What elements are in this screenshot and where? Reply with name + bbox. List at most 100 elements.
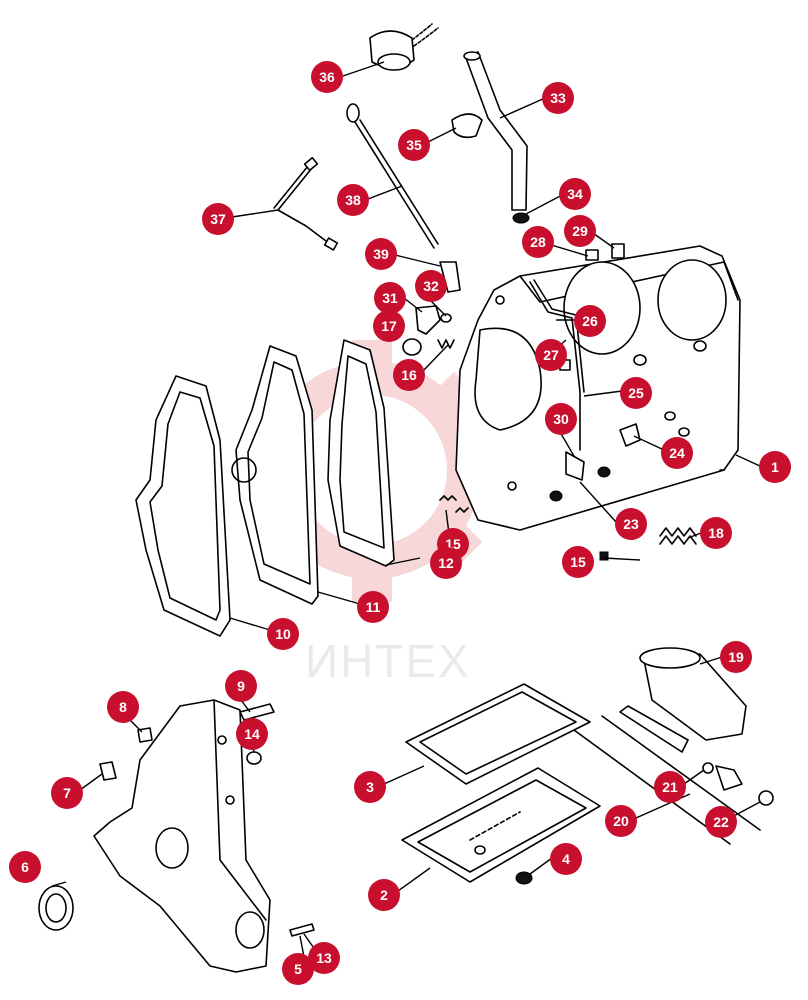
- svg-text:12: 12: [438, 555, 454, 571]
- part-bushing-14: [246, 751, 262, 765]
- svg-text:7: 7: [63, 785, 71, 801]
- part-spring-16: [437, 339, 455, 349]
- callout-22: 22: [705, 806, 737, 838]
- callout-38: 38: [337, 184, 369, 216]
- svg-text:23: 23: [623, 516, 639, 532]
- part-ball-22: [758, 790, 774, 806]
- callout-15-lower: 15: [562, 546, 594, 578]
- part-gasket-12: [327, 339, 395, 567]
- part-front-cover: [93, 699, 271, 973]
- svg-text:30: 30: [553, 411, 569, 427]
- svg-text:33: 33: [550, 90, 566, 106]
- callout-16: 16: [393, 359, 425, 391]
- part-plug-4: [515, 871, 533, 885]
- part-fitting-21: [702, 762, 743, 791]
- svg-text:14: 14: [244, 726, 260, 742]
- part-plug-17: [402, 338, 422, 356]
- callout-26: 26: [574, 305, 606, 337]
- callout-8: 8: [107, 691, 139, 723]
- svg-text:27: 27: [543, 347, 559, 363]
- callout-3: 3: [354, 771, 386, 803]
- part-filler-cap: [369, 23, 439, 71]
- svg-text:25: 25: [628, 385, 644, 401]
- part-spring-18: [659, 527, 697, 545]
- part-plug-24: [619, 423, 641, 447]
- svg-text:13: 13: [316, 950, 332, 966]
- svg-text:24: 24: [669, 445, 685, 461]
- callout-35: 35: [398, 129, 430, 161]
- part-clamp: [451, 113, 483, 139]
- callout-10: 10: [267, 618, 299, 650]
- svg-text:4: 4: [562, 851, 570, 867]
- callout-20: 20: [605, 805, 637, 837]
- part-gasket-3: [405, 683, 591, 785]
- callout-39: 39: [365, 238, 397, 270]
- part-washer: [512, 212, 530, 224]
- svg-text:21: 21: [662, 779, 678, 795]
- part-dipstick: [346, 103, 439, 249]
- svg-text:20: 20: [613, 813, 629, 829]
- svg-text:11: 11: [366, 599, 381, 615]
- svg-text:1: 1: [771, 459, 779, 475]
- part-filter-19: [639, 647, 747, 741]
- callout-5: 5: [282, 953, 314, 985]
- svg-text:39: 39: [373, 246, 389, 262]
- callout-33: 33: [542, 82, 574, 114]
- svg-text:28: 28: [530, 234, 546, 250]
- part-bracket: [415, 305, 441, 335]
- watermark-text: ИНТЕХ: [305, 635, 471, 687]
- callout-21: 21: [654, 771, 686, 803]
- svg-text:36: 36: [319, 69, 335, 85]
- svg-text:32: 32: [423, 278, 439, 294]
- svg-text:10: 10: [275, 626, 291, 642]
- svg-text:6: 6: [21, 859, 29, 875]
- svg-text:35: 35: [406, 137, 422, 153]
- svg-text:15: 15: [570, 554, 586, 570]
- svg-text:3: 3: [366, 779, 374, 795]
- callout-29: 29: [564, 215, 596, 247]
- callout-1: 1: [759, 451, 791, 483]
- svg-text:19: 19: [728, 649, 744, 665]
- callout-30: 30: [545, 403, 577, 435]
- part-pin-9: [239, 703, 275, 721]
- svg-text:37: 37: [210, 211, 226, 227]
- svg-text:18: 18: [708, 525, 724, 541]
- callout-6: 6: [9, 851, 41, 883]
- part-housing: [455, 245, 741, 531]
- part-filter-rod-20: [573, 705, 761, 845]
- part-pin-13: [289, 923, 315, 937]
- callout-14: 14: [236, 718, 268, 750]
- callout-19: 19: [720, 641, 752, 673]
- part-gasket-11: [231, 345, 319, 605]
- callout-2: 2: [368, 879, 400, 911]
- callout-31: 31: [374, 282, 406, 314]
- svg-text:2: 2: [380, 887, 388, 903]
- callout-37: 37: [202, 203, 234, 235]
- svg-text:8: 8: [119, 699, 127, 715]
- part-gasket-10: [135, 375, 231, 637]
- svg-text:31: 31: [382, 290, 398, 306]
- svg-text:29: 29: [572, 223, 588, 239]
- svg-text:17: 17: [381, 318, 397, 334]
- callout-4: 4: [550, 843, 582, 875]
- callout-36: 36: [311, 61, 343, 93]
- svg-text:38: 38: [345, 192, 361, 208]
- callout-17: 17: [373, 310, 405, 342]
- svg-text:22: 22: [713, 814, 729, 830]
- callout-11: 11: [357, 591, 389, 623]
- callout-34: 34: [559, 178, 591, 210]
- part-filler-tube: [463, 51, 528, 211]
- callout-24: 24: [661, 437, 693, 469]
- part-screw-15a: [439, 495, 469, 513]
- callout-7: 7: [51, 777, 83, 809]
- callout-27: 27: [535, 339, 567, 371]
- callout-18: 18: [700, 517, 732, 549]
- callout-13: 13: [308, 942, 340, 974]
- callout-23: 23: [615, 508, 647, 540]
- callout-12: 12: [430, 547, 462, 579]
- svg-text:26: 26: [582, 313, 598, 329]
- callout-9: 9: [225, 670, 257, 702]
- svg-text:16: 16: [401, 367, 417, 383]
- callout-28: 28: [522, 226, 554, 258]
